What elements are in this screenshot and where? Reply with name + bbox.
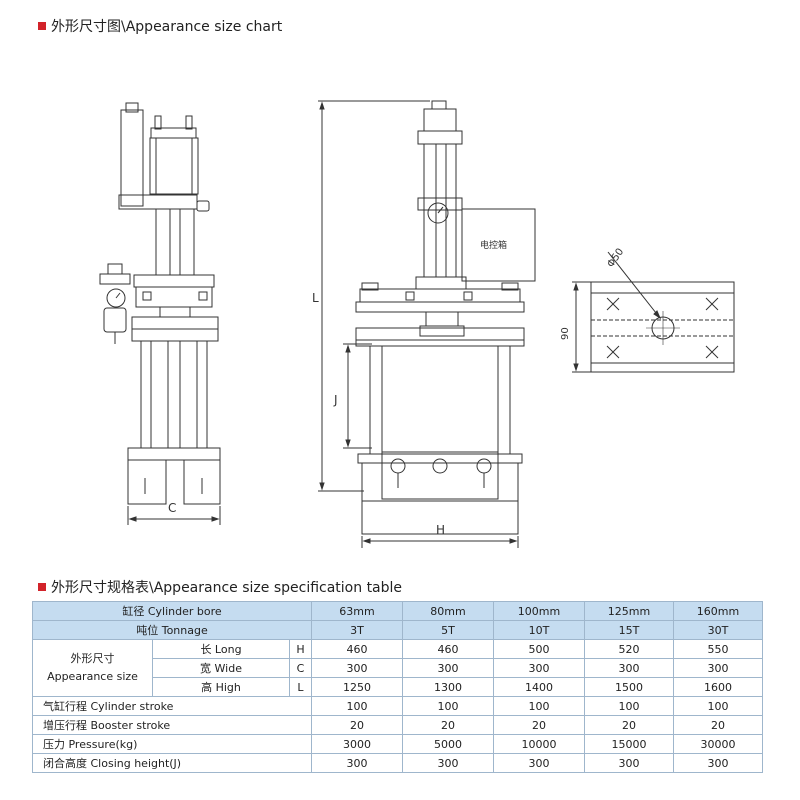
table-cell: 20 <box>311 715 403 735</box>
row-label: 气缸行程 Cylinder stroke <box>32 696 312 716</box>
bore-cell: 125mm <box>584 601 674 621</box>
tonnage-header: 吨位 Tonnage <box>32 620 312 640</box>
table-cell: 300 <box>311 753 403 773</box>
dim-label: 高 High <box>152 677 290 697</box>
bore-cell: 80mm <box>402 601 494 621</box>
control-box-label: 电控箱 <box>480 239 507 251</box>
tonnage-cell: 30T <box>673 620 763 640</box>
table-cell: 100 <box>673 696 763 716</box>
table-cell: 20 <box>584 715 674 735</box>
section-marker-icon <box>38 583 46 591</box>
table-cell: 460 <box>311 639 403 659</box>
table-cell: 100 <box>402 696 494 716</box>
air-filter-regulator <box>99 263 131 344</box>
section-title-spec-table: 外形尺寸规格表\Appearance size specification ta… <box>38 577 402 597</box>
table-cell: 3000 <box>311 734 403 754</box>
table-cell: 30000 <box>673 734 763 754</box>
section-title-text: 外形尺寸规格表\Appearance size specification ta… <box>51 580 403 596</box>
table-cell: 460 <box>402 639 494 659</box>
table-cell: 100 <box>493 696 585 716</box>
table-cell: 300 <box>673 658 763 678</box>
section-marker-icon <box>38 22 46 30</box>
table-row-cylinder-stroke: 气缸行程 Cylinder stroke 100 100 100 100 100 <box>32 696 763 716</box>
dimension-c <box>127 506 221 525</box>
appearance-size-cn: 外形尺寸 <box>70 652 115 665</box>
table-cell: 20 <box>673 715 763 735</box>
table-cell: 520 <box>584 639 674 659</box>
table-row-booster-stroke: 增压行程 Booster stroke 20 20 20 20 20 <box>32 715 763 735</box>
tonnage-cell: 3T <box>311 620 403 640</box>
appearance-size-en: Appearance size <box>47 670 138 683</box>
bore-cell: 160mm <box>673 601 763 621</box>
dim-label: 长 Long <box>152 639 290 659</box>
row-label: 压力 Pressure(kg) <box>32 734 312 754</box>
dimension-label-phi50: Φ50 <box>605 247 626 270</box>
dimension-label-l: L <box>312 291 319 305</box>
table-cell: 100 <box>584 696 674 716</box>
top-view-plate <box>572 251 735 373</box>
table-cell: 300 <box>402 753 494 773</box>
side-view-press <box>118 102 221 505</box>
table-cell: 300 <box>402 658 494 678</box>
table-cell: 300 <box>673 753 763 773</box>
dimension-label-h: H <box>436 523 445 537</box>
table-cell: 1600 <box>673 677 763 697</box>
table-cell: 1300 <box>402 677 494 697</box>
table-cell: 15000 <box>584 734 674 754</box>
tonnage-cell: 5T <box>402 620 494 640</box>
dimension-j <box>343 343 372 449</box>
table-row-bore: 缸径 Cylinder bore 63mm 80mm 100mm 125mm 1… <box>32 601 763 621</box>
table-cell: 300 <box>584 753 674 773</box>
table-cell: 300 <box>493 658 585 678</box>
dimension-label-90: 90 <box>560 327 571 340</box>
tonnage-cell: 15T <box>584 620 674 640</box>
dim-code: C <box>289 658 312 678</box>
bore-cell: 63mm <box>311 601 403 621</box>
row-label: 增压行程 Booster stroke <box>32 715 312 735</box>
row-label: 闭合高度 Closing height(J) <box>32 753 312 773</box>
table-row-high: 高 High L 1250 1300 1400 1500 1600 <box>33 677 763 697</box>
dim-label: 宽 Wide <box>152 658 290 678</box>
table-cell: 5000 <box>402 734 494 754</box>
table-cell: 300 <box>311 658 403 678</box>
table-row-long: 外形尺寸 Appearance size 长 Long H 460 460 50… <box>32 639 763 697</box>
bore-cell: 100mm <box>493 601 585 621</box>
dimension-label-j: J <box>333 393 338 407</box>
dimension-l <box>318 100 430 492</box>
dimension-label-c: C <box>168 501 176 515</box>
table-cell: 20 <box>493 715 585 735</box>
table-cell: 1400 <box>493 677 585 697</box>
dimension-h <box>361 536 519 548</box>
table-cell: 300 <box>493 753 585 773</box>
section-title-text: 外形尺寸图\Appearance size chart <box>51 19 283 35</box>
table-cell: 550 <box>673 639 763 659</box>
table-cell: 1500 <box>584 677 674 697</box>
dim-code: H <box>289 639 312 659</box>
section-title-appearance-chart: 外形尺寸图\Appearance size chart <box>38 16 282 36</box>
dim-code: L <box>289 677 312 697</box>
table-cell: 100 <box>311 696 403 716</box>
table-cell: 300 <box>584 658 674 678</box>
bore-header: 缸径 Cylinder bore <box>32 601 312 621</box>
appearance-size-drawing: L J C H 电控箱 90 Φ50 <box>99 100 735 548</box>
table-row-tonnage: 吨位 Tonnage 3T 5T 10T 15T 30T <box>32 620 763 640</box>
table-row-pressure: 压力 Pressure(kg) 3000 5000 10000 15000 30… <box>32 734 763 754</box>
table-cell: 20 <box>402 715 494 735</box>
table-cell: 500 <box>493 639 585 659</box>
specification-table: 缸径 Cylinder bore 63mm 80mm 100mm 125mm 1… <box>32 601 763 773</box>
front-view-press <box>355 100 536 535</box>
table-cell: 10000 <box>493 734 585 754</box>
appearance-size-label: 外形尺寸 Appearance size <box>32 639 153 697</box>
tonnage-cell: 10T <box>493 620 585 640</box>
table-cell: 1250 <box>311 677 403 697</box>
table-row-closing-height: 闭合高度 Closing height(J) 300 300 300 300 3… <box>32 753 763 773</box>
